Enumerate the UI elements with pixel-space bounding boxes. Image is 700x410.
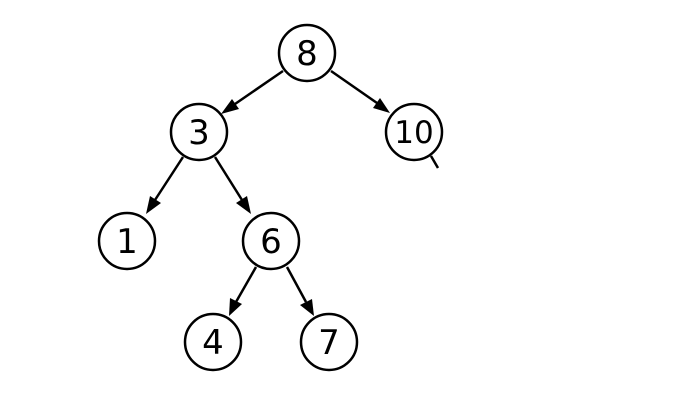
edge-stub-from-10 — [429, 155, 440, 169]
tree-node-6: 6 — [241, 211, 301, 271]
tree-nodes: 8 3 10 1 6 4 7 — [97, 23, 444, 372]
tree-node-7: 7 — [299, 312, 359, 372]
edge-8-to-3 — [221, 69, 284, 114]
node-label: 8 — [296, 34, 318, 74]
edge-3-to-6 — [213, 156, 251, 214]
edge-3-to-1 — [146, 156, 185, 214]
tree-node-8: 8 — [277, 23, 337, 83]
node-label: 3 — [188, 113, 210, 153]
tree-node-10: 10 — [384, 102, 444, 162]
node-label: 1 — [116, 222, 138, 262]
tree-node-4: 4 — [183, 312, 243, 372]
tree-edges — [146, 69, 440, 316]
node-label: 4 — [202, 323, 224, 363]
node-label: 7 — [318, 323, 340, 363]
edge-6-to-7 — [285, 266, 314, 316]
edge-8-to-10 — [330, 69, 390, 113]
node-label: 10 — [394, 115, 433, 151]
edge-6-to-4 — [229, 266, 258, 316]
tree-node-3: 3 — [169, 102, 229, 162]
tree-node-1: 1 — [97, 211, 157, 271]
node-label: 6 — [260, 222, 282, 262]
